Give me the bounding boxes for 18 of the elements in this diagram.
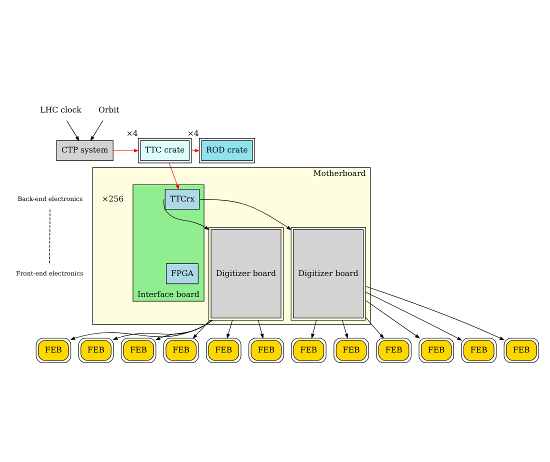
- arrow: [66, 120, 80, 141]
- arrow: [192, 320, 210, 338]
- arrow: [168, 162, 180, 190]
- arrow: [365, 286, 505, 340]
- arrow: [258, 319, 264, 338]
- arrow: [164, 198, 210, 230]
- arrow: [70, 320, 213, 340]
- arrow: [226, 319, 233, 338]
- arrow: [311, 319, 317, 338]
- arrow: [112, 148, 140, 152]
- arrow: [365, 300, 420, 338]
- arrow: [342, 319, 348, 338]
- arrow: [365, 316, 384, 338]
- arrow: [155, 320, 212, 340]
- arrow: [200, 198, 292, 230]
- arrow: [365, 291, 462, 340]
- arrow: [112, 320, 212, 340]
- arrow: [90, 120, 104, 141]
